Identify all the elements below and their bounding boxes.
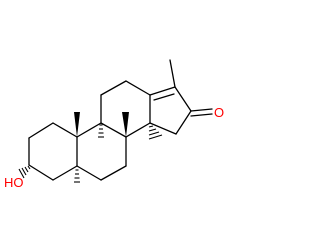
ketone-oxygen-label: O: [214, 105, 224, 120]
bond-c14-c8: [125, 122, 151, 138]
bond-c17-methyl: [169, 59, 176, 88]
bond-c5-c6: [76, 165, 102, 181]
bond-c11-c12: [100, 80, 127, 96]
bond-c12-c13: [125, 80, 151, 96]
bond-c13-c17-inner: [153, 93, 175, 101]
bond-c1-c2: [28, 122, 54, 139]
bond-c15-c14: [149, 122, 177, 135]
hash-c14-h: [148, 125, 163, 140]
hash-c3-hydroxyl: [18, 165, 31, 179]
hash-c5-h: [74, 169, 80, 183]
bond-c16-oxygen-double: [190, 113, 213, 117]
bond-c13-c17: [149, 86, 176, 96]
wedge-c10-methyl: [74, 112, 80, 137]
bond-c6-c7: [100, 165, 127, 181]
hash-c9-h: [98, 124, 104, 138]
bond-c8-c9: [100, 122, 127, 138]
bond-c4-c5: [52, 165, 78, 181]
structure-canvas: HO O: [4, 59, 224, 190]
bond-c3-c4: [28, 164, 54, 181]
steroid-skeleton-diagram: HO O: [4, 59, 224, 190]
bond-c9-c10: [76, 122, 102, 138]
wedge-c8-h: [122, 112, 129, 137]
bond-c17-c16: [174, 86, 192, 112]
hydroxyl-label: HO: [4, 175, 24, 190]
bond-c16-c15: [175, 110, 192, 135]
bond-c16-oxygen: [190, 108, 213, 112]
bond-c1-c10: [52, 122, 78, 138]
